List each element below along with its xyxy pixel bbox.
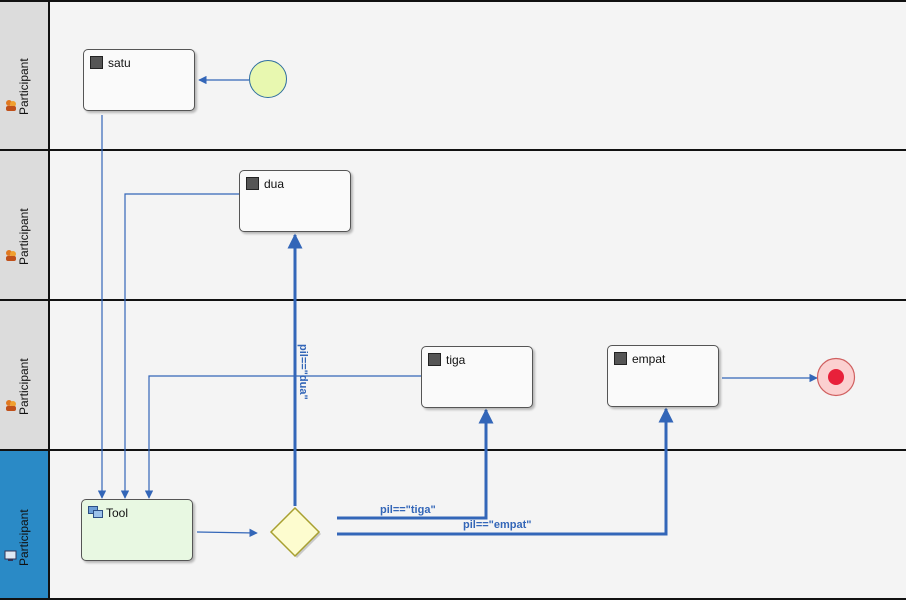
activity-tool-label: Tool <box>106 506 129 520</box>
activity-satu-label: satu <box>108 56 131 70</box>
lane-divider <box>0 449 906 451</box>
activity-tiga-label: tiga <box>446 353 466 367</box>
activity-tiga[interactable]: tiga <box>421 346 533 408</box>
lane-divider <box>0 149 906 151</box>
lane-4-header[interactable]: Participant <box>0 451 50 600</box>
activity-empat-label: empat <box>632 352 666 366</box>
participant-icon <box>6 400 16 411</box>
tool-icon <box>88 506 103 518</box>
activity-dua[interactable]: dua <box>239 170 351 232</box>
manual-task-icon <box>90 56 103 69</box>
end-event[interactable] <box>816 357 856 397</box>
lane-2-body <box>50 151 906 299</box>
condition-label-tiga: pil=="tiga" <box>380 504 436 516</box>
manual-task-icon <box>246 177 259 190</box>
lane-2-header[interactable]: Participant <box>0 151 50 299</box>
flow-gateway-to-empat[interactable] <box>337 407 674 536</box>
participant-icon <box>6 250 16 261</box>
exclusive-gateway[interactable] <box>269 506 321 558</box>
flow-tool-to-gateway[interactable] <box>196 528 258 538</box>
activity-satu[interactable]: satu <box>83 49 195 111</box>
manual-task-icon <box>614 352 627 365</box>
activity-tool[interactable]: Tool <box>81 499 193 561</box>
flow-gateway-to-tiga[interactable] <box>337 408 494 520</box>
lane-1-header[interactable]: Participant <box>0 0 50 149</box>
activity-empat[interactable]: empat <box>607 345 719 407</box>
lane-3-header[interactable]: Participant <box>0 301 50 449</box>
condition-label-dua: pil=="dua" <box>297 344 309 400</box>
activity-dua-label: dua <box>264 177 285 191</box>
flow-tiga-to-tool[interactable] <box>144 375 421 499</box>
start-event[interactable] <box>249 60 287 98</box>
lane-divider <box>0 0 906 2</box>
lane-divider <box>0 598 906 600</box>
flow-dua-to-tool[interactable] <box>120 193 239 499</box>
lane-divider <box>0 299 906 301</box>
condition-label-empat: pil=="empat" <box>463 519 532 531</box>
system-participant-icon <box>4 550 17 561</box>
manual-task-icon <box>428 353 441 366</box>
participant-icon <box>6 100 16 111</box>
